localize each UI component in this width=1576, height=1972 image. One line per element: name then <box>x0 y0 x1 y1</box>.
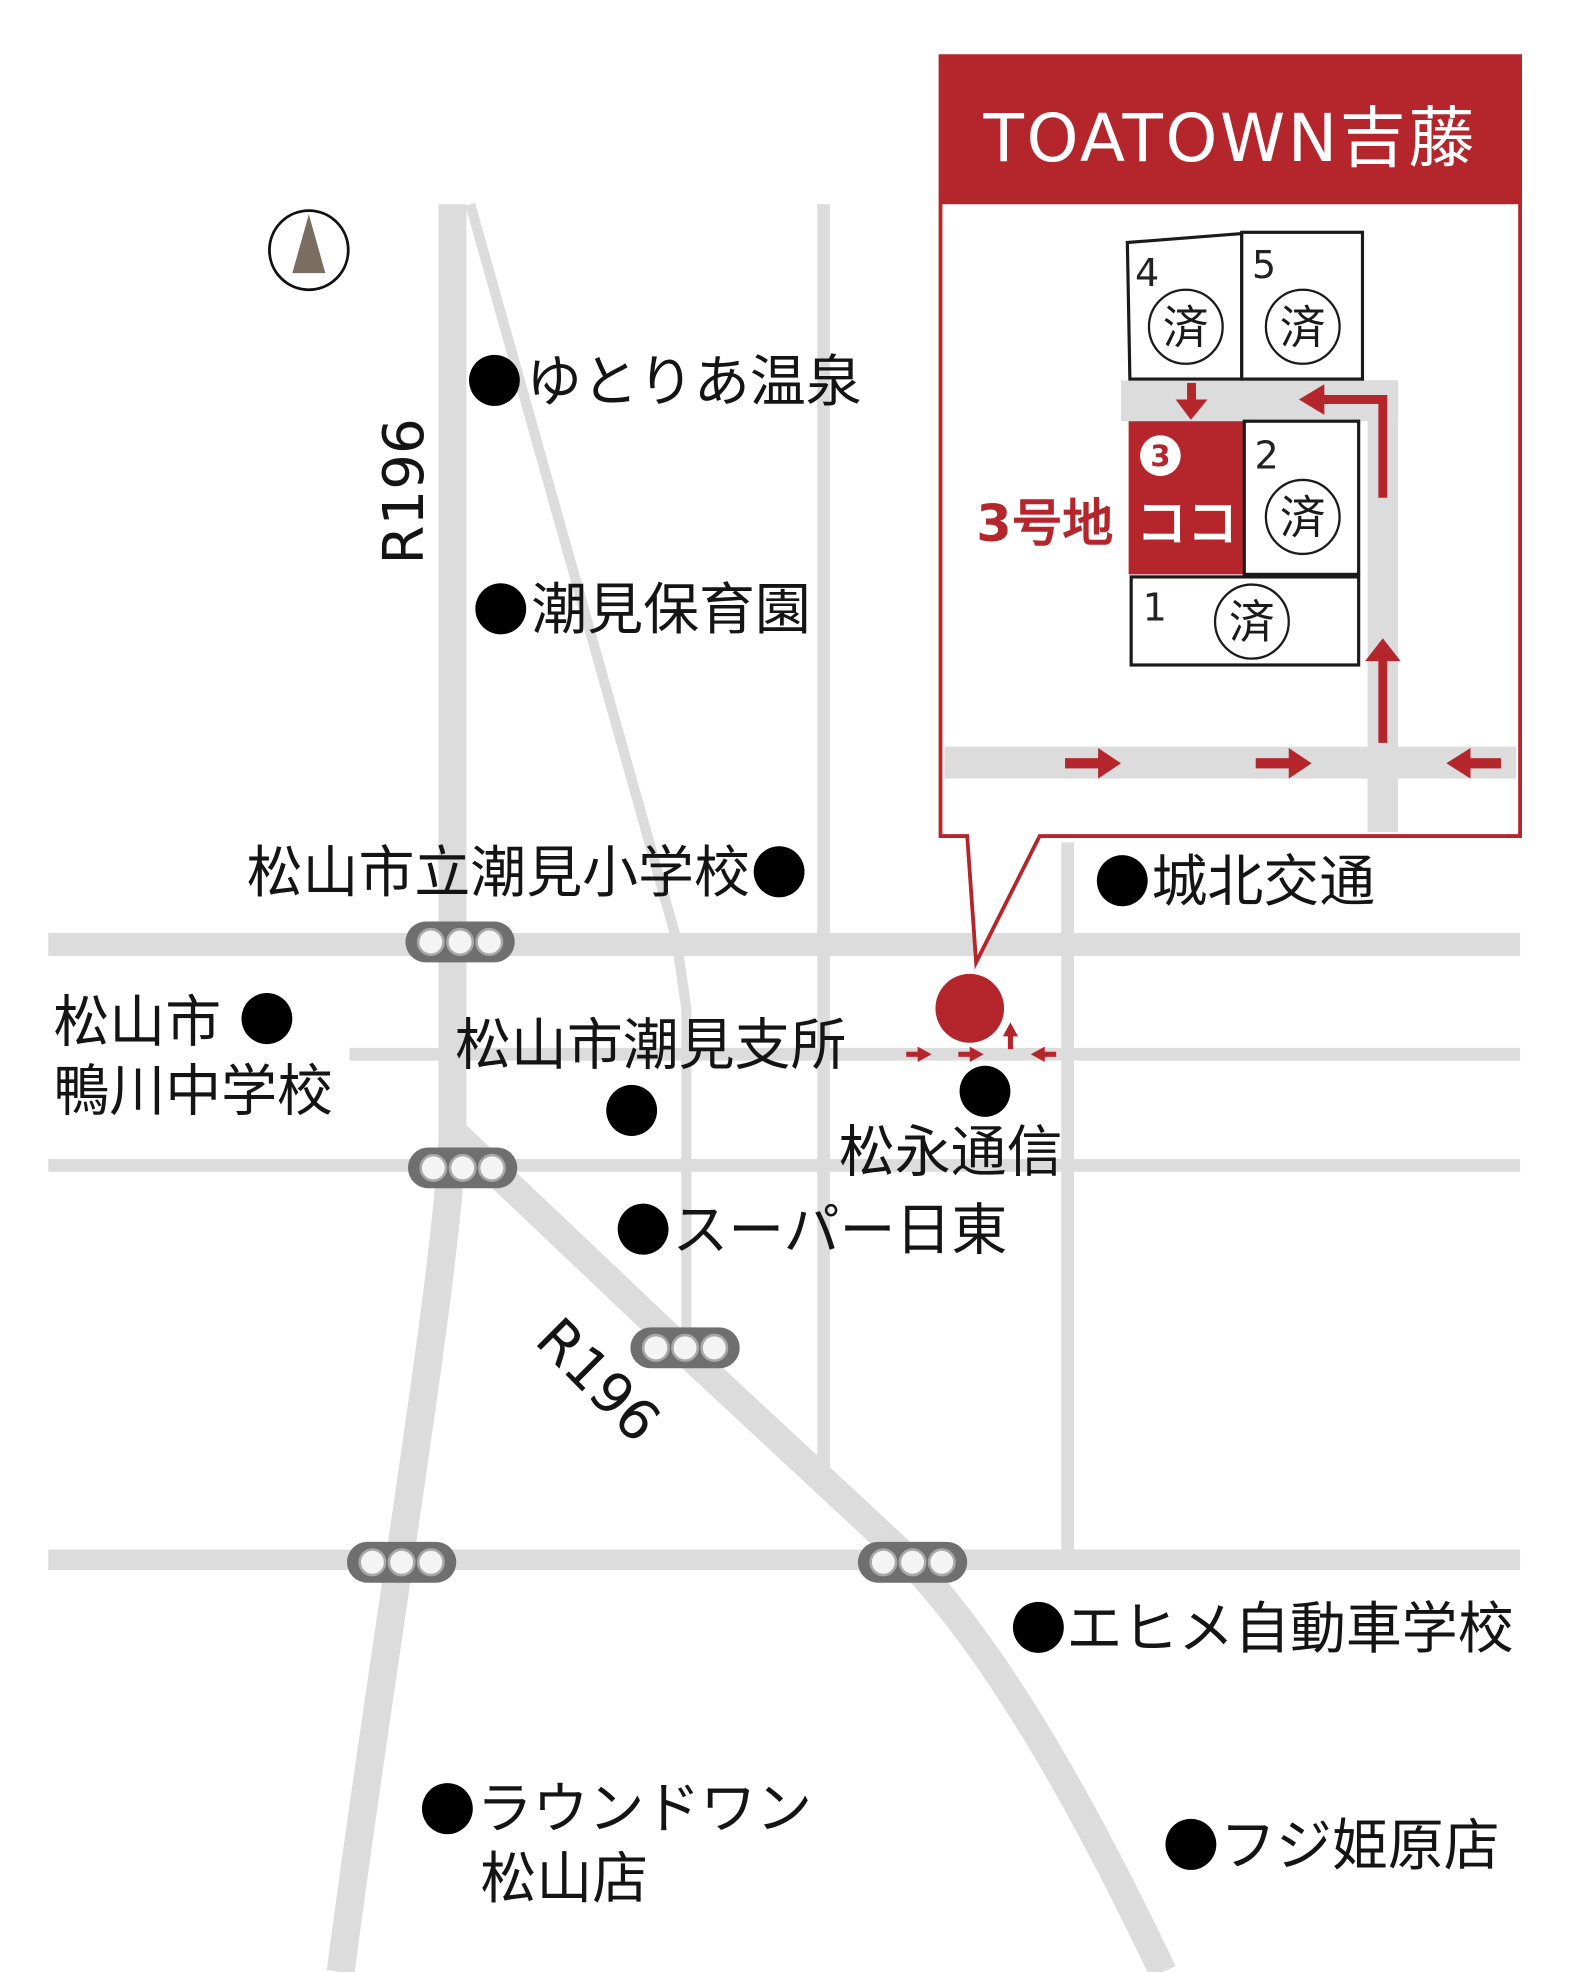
arrow-right-icon <box>958 1046 984 1062</box>
sold-badge-label: 済 <box>1280 490 1326 544</box>
landmark-label-line-2: 松山店 <box>480 1847 648 1912</box>
sold-badge-label: 済 <box>1229 595 1275 649</box>
landmark-marker <box>468 354 520 406</box>
sold-badge <box>1264 478 1341 556</box>
arrow-right-icon <box>1065 747 1121 779</box>
callout-title: TOATOWN吉藤 <box>983 100 1477 177</box>
landmark-marker <box>1012 1601 1064 1653</box>
landmark-marker <box>1096 855 1148 907</box>
here-label: ココ <box>1136 495 1238 554</box>
arrow-up-icon <box>1002 1022 1019 1050</box>
lot-number: 1 <box>1143 586 1167 630</box>
landmark-super-nitto: スーパー日東 <box>617 1198 1007 1264</box>
landmark-label-line-1: ラウンドワン <box>477 1777 812 1842</box>
landmark-yutoria-onsen: ゆとりあ温泉 <box>468 350 862 415</box>
callout-road-main <box>944 746 1517 779</box>
landmark-marker <box>475 583 527 635</box>
route-label-r196-vertical: R196 <box>372 418 437 564</box>
landmark-marker <box>421 1783 473 1835</box>
lot-number-badge <box>1140 435 1181 477</box>
arrow-right-icon <box>906 1046 932 1062</box>
lot-4: 4 済 <box>1125 231 1244 381</box>
arrow-up-icon <box>1365 638 1401 743</box>
landmark-label: 松永通信 <box>839 1121 1063 1186</box>
landmark-ehime-driving-school: エヒメ自動車学校 <box>1012 1597 1514 1662</box>
landmark-shiomi-nursery: 潮見保育園 <box>475 578 811 643</box>
landmark-marker <box>241 993 293 1045</box>
north-arrow-icon <box>268 209 350 292</box>
arrow-down-icon <box>1175 382 1208 420</box>
landmark-shiomi-elementary: 松山市立潮見小学校 <box>247 841 805 906</box>
lot-3-selected: 3 ココ <box>1128 421 1245 575</box>
landmark-label: フジ姫原店 <box>1220 1814 1500 1879</box>
site-number-label: 3号地 <box>976 495 1113 554</box>
landmark-marker <box>959 1065 1011 1117</box>
landmark-shiomi-branch-office: 松山市潮見支所 <box>455 1013 846 1136</box>
landmark-label: 潮見保育園 <box>531 578 811 643</box>
sold-badge <box>1213 583 1290 660</box>
arrow-left-icon <box>1030 1046 1057 1062</box>
landmark-fuji-himebara: フジ姫原店 <box>1165 1814 1500 1879</box>
traffic-signal-icon <box>405 921 515 963</box>
traffic-signal-icon <box>630 1327 740 1369</box>
landmark-label: 松山市潮見支所 <box>455 1013 846 1078</box>
landmark-label-line-1: 松山市 <box>53 990 221 1055</box>
lot-number: 2 <box>1254 434 1278 478</box>
landmark-johoku-kotsu: 城北交通 <box>1096 850 1375 915</box>
landmark-round1-matsuyama: ラウンドワン 松山店 <box>421 1777 812 1912</box>
lot-5: 5 済 <box>1240 230 1365 381</box>
traffic-signal-icon <box>346 1541 457 1583</box>
traffic-signals <box>346 921 968 1583</box>
landmark-label: 松山市立潮見小学校 <box>247 841 750 906</box>
arrow-left-icon <box>1446 747 1502 779</box>
landmark-label: ゆとりあ温泉 <box>526 350 861 415</box>
landmark-label-line-2: 鴨川中学校 <box>53 1059 333 1124</box>
landmark-label: スーパー日東 <box>672 1198 1007 1263</box>
traffic-signal-icon <box>857 1541 968 1583</box>
callout-title-band <box>940 56 1521 205</box>
lot-number: 5 <box>1252 244 1276 288</box>
landmark-matsunaga-tsushin: 松永通信 <box>839 1065 1063 1186</box>
sold-badge-label: 済 <box>1280 300 1326 354</box>
sold-badge-label: 済 <box>1163 300 1209 354</box>
arrow-right-icon <box>1255 747 1312 779</box>
landmark-label: 城北交通 <box>1151 850 1375 915</box>
site-callout: TOATOWN吉藤 4 済 5 済 3 ココ 2 <box>938 54 1522 970</box>
landmark-marker <box>1165 1818 1217 1870</box>
callout-roads <box>944 380 1517 833</box>
landmark-marker <box>606 1084 658 1136</box>
road-r196-north-south <box>326 204 467 1972</box>
lot-number: 4 <box>1135 252 1159 296</box>
landmark-kamogawa-junior-high: 松山市 鴨川中学校 <box>53 990 333 1124</box>
arrow-turn-left-icon <box>1298 384 1388 498</box>
lot-2: 2 済 <box>1242 419 1361 576</box>
landmark-marker <box>617 1203 669 1255</box>
access-arrows-small <box>906 1022 1057 1062</box>
road-network <box>48 202 1521 1972</box>
landmark-label: エヒメ自動車学校 <box>1066 1597 1513 1662</box>
landmark-marker <box>753 846 805 898</box>
lot-1: 1 済 <box>1129 575 1361 667</box>
traffic-signal-icon <box>407 1147 518 1189</box>
sold-badge <box>1147 288 1224 365</box>
lot-number: 3 <box>1150 439 1170 473</box>
road-diagonal-thin <box>465 202 692 1353</box>
site-location-marker <box>935 973 1005 1043</box>
sold-badge <box>1264 288 1341 365</box>
